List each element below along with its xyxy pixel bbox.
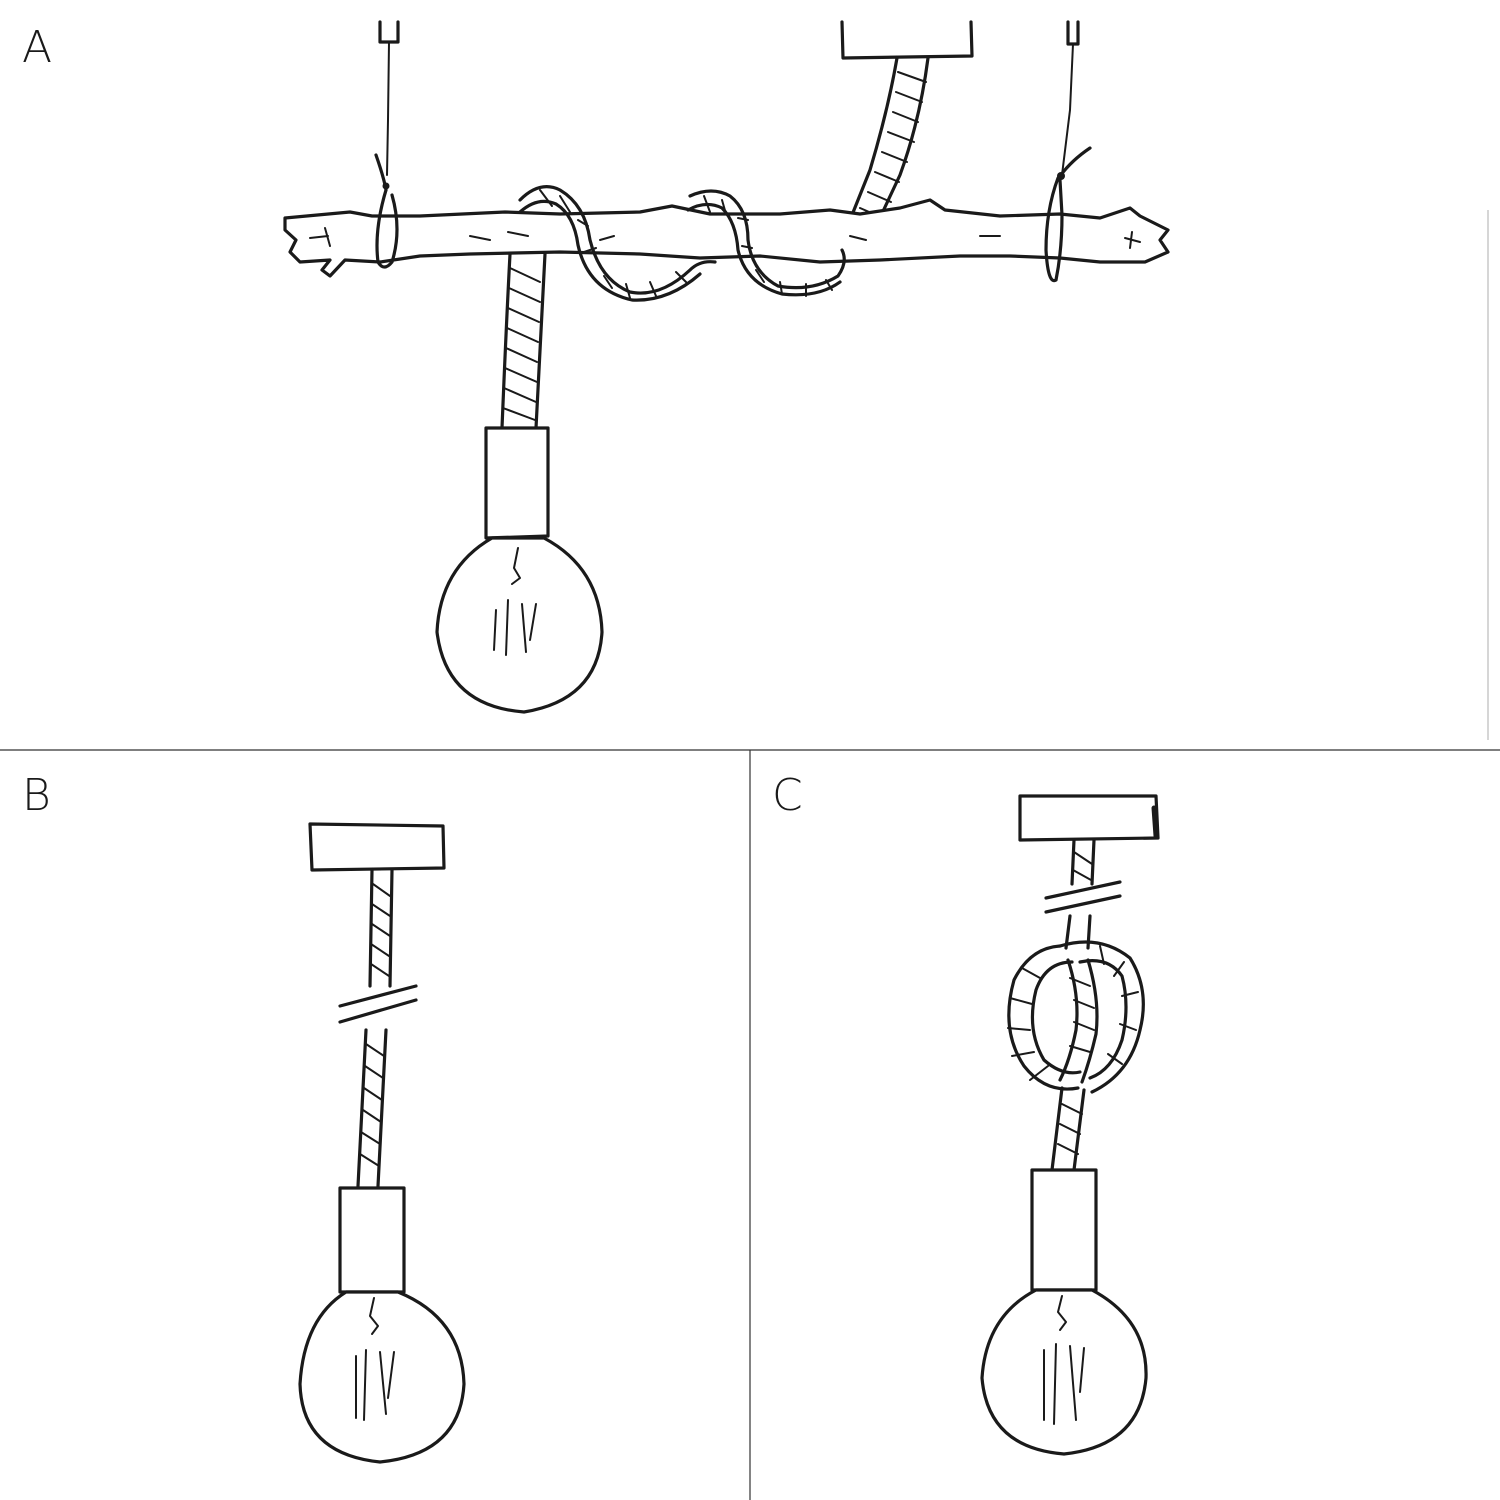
right-ceiling-hook bbox=[1057, 20, 1092, 180]
rope-wrap-on-branch bbox=[518, 185, 846, 302]
left-wire-loop bbox=[375, 188, 399, 269]
panel-b-rope-lower bbox=[356, 1028, 388, 1188]
panel-label-a: A bbox=[22, 22, 52, 73]
panel-a-diagonal-rope bbox=[848, 56, 930, 224]
panel-c-ceiling-canopy bbox=[1018, 794, 1160, 842]
panel-label-b: B bbox=[22, 770, 51, 821]
panel-label-c: C bbox=[772, 770, 803, 821]
panel-c-break-marks bbox=[1044, 880, 1122, 914]
panel-c-knot bbox=[1007, 914, 1145, 1094]
panel-a-bulb bbox=[435, 536, 604, 714]
panel-c-rope-upper bbox=[1070, 838, 1096, 886]
panel-b-bulb bbox=[298, 1290, 466, 1464]
panel-c-bulb bbox=[980, 1288, 1148, 1456]
wooden-branch bbox=[283, 198, 1170, 278]
panel-a-hanging-rope bbox=[500, 252, 547, 430]
panel-c-rope-lower bbox=[1050, 1086, 1086, 1172]
panel-a-socket bbox=[484, 426, 550, 540]
panel-c-socket bbox=[1030, 1168, 1098, 1292]
panel-a-ceiling-canopy bbox=[840, 20, 974, 60]
panel-b-socket bbox=[338, 1186, 406, 1294]
panel-b-ceiling-canopy bbox=[308, 822, 446, 872]
panel-c-drawing bbox=[980, 794, 1160, 1456]
left-ceiling-hook bbox=[374, 20, 400, 192]
panel-b-break-marks bbox=[338, 984, 418, 1024]
panel-b-drawing bbox=[298, 822, 466, 1464]
right-wire-loop bbox=[1044, 176, 1064, 283]
panel-a-drawing bbox=[283, 20, 1170, 714]
panel-b-rope-upper bbox=[368, 868, 394, 988]
